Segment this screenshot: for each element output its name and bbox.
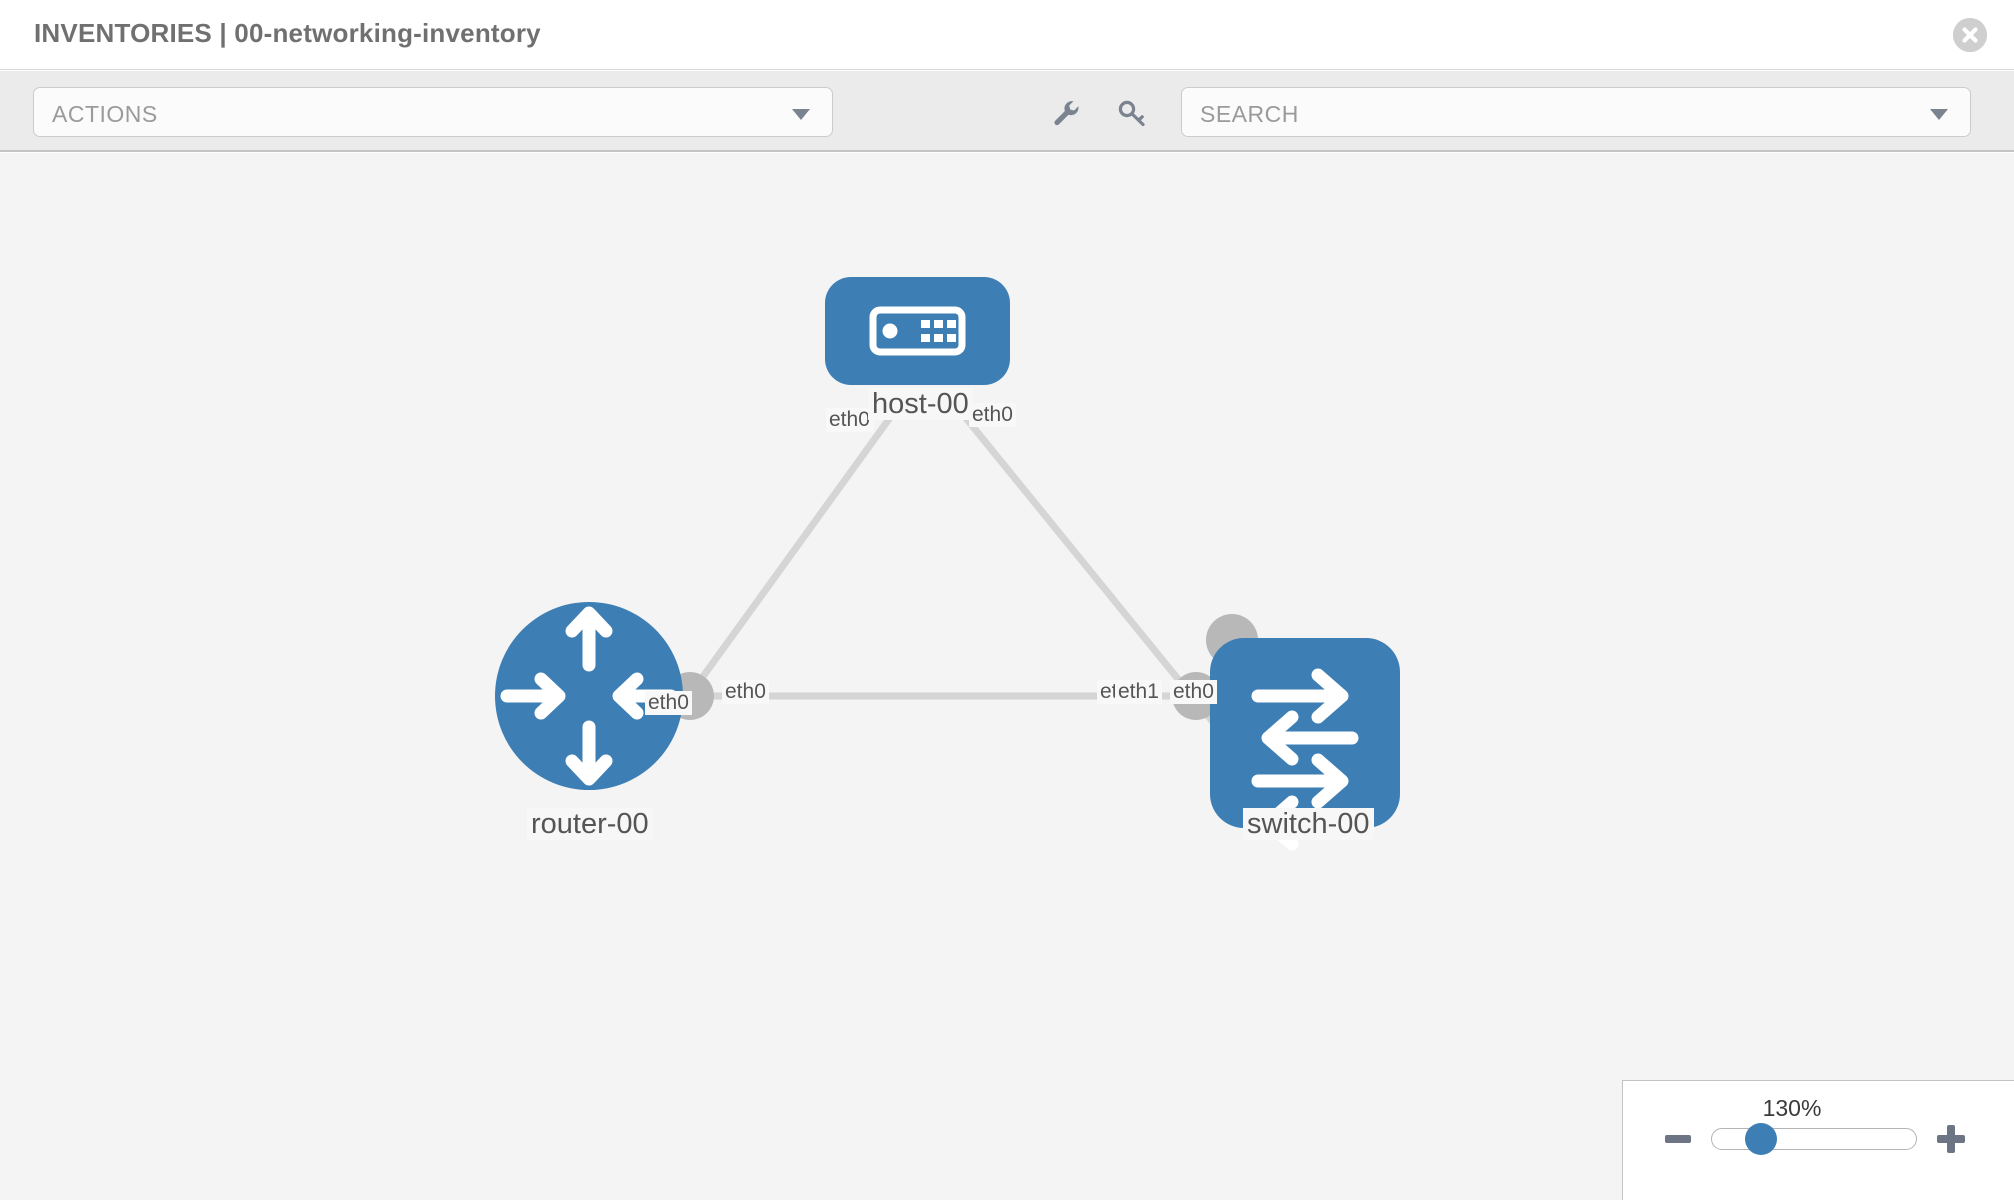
actions-dropdown-label: ACTIONS [52, 101, 158, 127]
edge-label-router00-eth0-up: eth0 [645, 691, 692, 716]
topology-canvas[interactable]: eth0 host-00 eth0 eth0 eth0 eth0 eth eth… [0, 153, 2014, 1200]
search-placeholder: SEARCH [1200, 101, 1299, 127]
chevron-down-icon [792, 109, 810, 120]
edge-label-router00-eth0-right: eth0 [722, 680, 769, 705]
chevron-down-icon [1930, 109, 1948, 120]
zoom-percent-label: 130% [1762, 1095, 1822, 1121]
title-bar: INVENTORIES | 00-networking-inventory [0, 0, 2014, 70]
node-router-00 [495, 602, 683, 790]
zoom-slider-knob[interactable] [1745, 1123, 1777, 1155]
edge-label-host00-eth0-left: eth0 [826, 408, 873, 433]
actions-dropdown[interactable]: ACTIONS [33, 87, 833, 137]
zoom-out-button[interactable] [1665, 1135, 1691, 1143]
wrench-icon[interactable] [1050, 97, 1082, 129]
search-input[interactable]: SEARCH [1181, 87, 1971, 137]
edge-label-switch00-eth0-up: eth0 [1170, 680, 1217, 705]
node-label-host-00: host-00 [868, 388, 973, 421]
zoom-in-button[interactable] [1937, 1125, 1965, 1153]
zoom-slider-track[interactable] [1711, 1128, 1917, 1150]
node-host-00 [825, 277, 1010, 385]
node-label-router-00: router-00 [527, 808, 653, 841]
node-label-switch-00: switch-00 [1243, 808, 1374, 841]
edge-label-host00-eth0-right: eth0 [969, 403, 1016, 428]
toolbar: ACTIONS SEARCH [0, 71, 2014, 152]
topology-graph [495, 277, 1400, 851]
close-icon[interactable] [1953, 18, 1987, 52]
edge-label-switch00-eth1: eth1 [1115, 680, 1162, 705]
page-title: INVENTORIES | 00-networking-inventory [34, 18, 541, 48]
key-icon[interactable] [1116, 97, 1148, 129]
zoom-control-panel: 130% [1622, 1080, 2014, 1200]
